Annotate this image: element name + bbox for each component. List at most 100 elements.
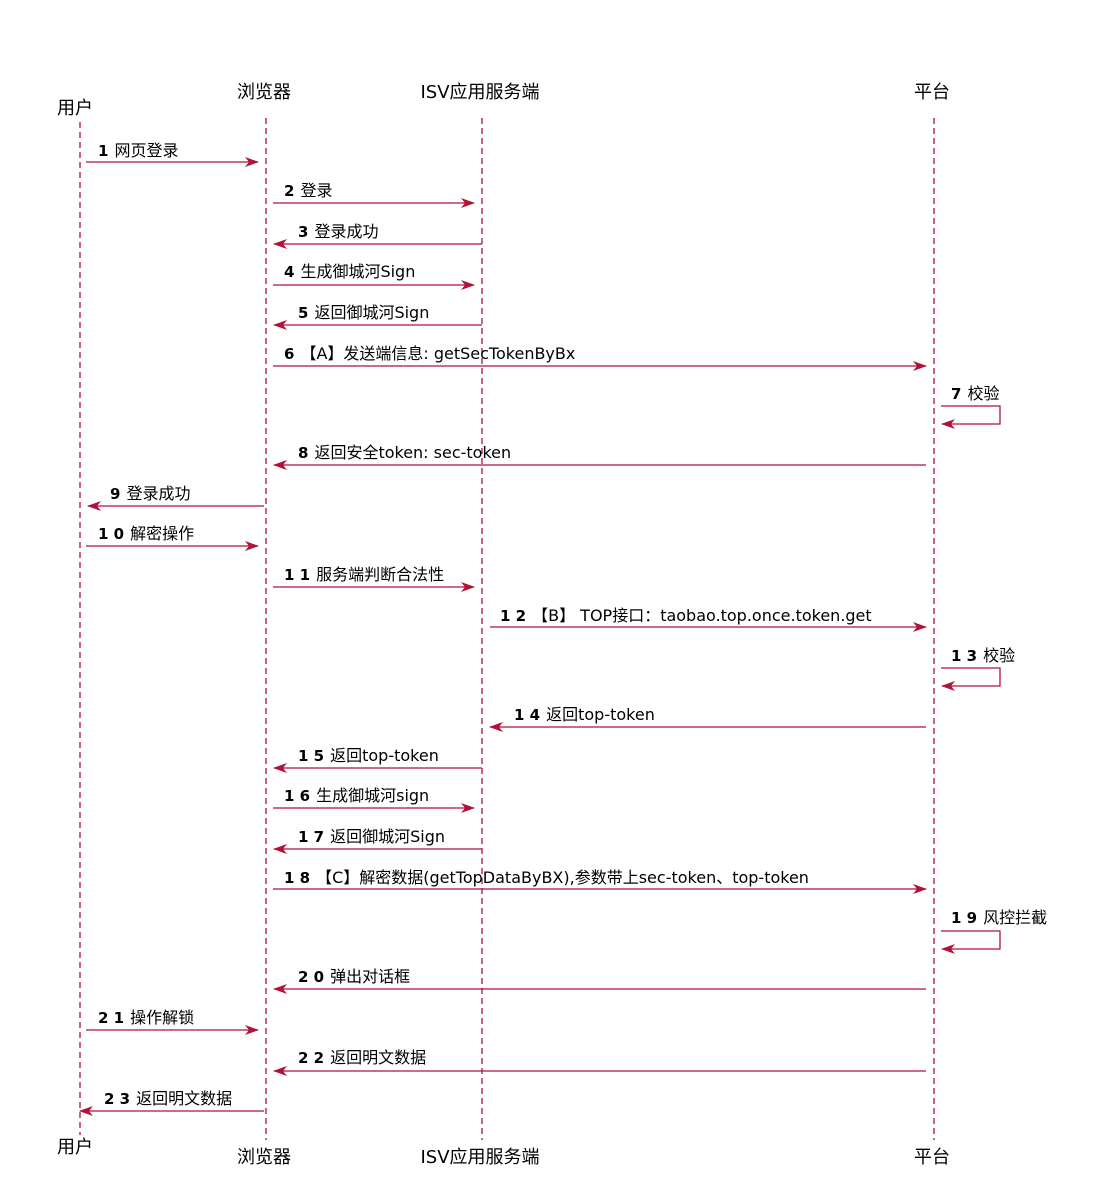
message-number: 2 3 <box>104 1090 130 1108</box>
message-label-22: 2 2 返回明文数据 <box>298 1048 426 1067</box>
message-text: 返回安全token: sec-token <box>314 443 511 462</box>
message-10: 1 0 解密操作 <box>86 524 259 551</box>
message-text: 风控拦截 <box>983 908 1047 927</box>
message-text: 返回明文数据 <box>330 1048 426 1067</box>
message-19: 1 9 风控拦截 <box>941 908 1047 954</box>
message-number: 2 0 <box>298 968 324 986</box>
message-label-5: 5 返回御城河Sign <box>298 303 429 322</box>
message-15: 1 5 返回top-token <box>273 746 482 773</box>
message-arrow-7 <box>941 405 1001 429</box>
message-number: 6 <box>284 345 294 363</box>
participant-label-bottom-isv: ISV应用服务端 <box>420 1147 539 1168</box>
message-label-12: 1 2 【B】 TOP接口：taobao.top.once.token.get <box>500 606 872 625</box>
message-text: 【A】发送端信息: getSecTokenByBx <box>300 344 575 363</box>
message-text: 生成御城河sign <box>316 786 429 805</box>
message-number: 1 1 <box>284 566 310 584</box>
message-number: 1 7 <box>298 828 324 846</box>
message-1: 1 网页登录 <box>86 141 259 167</box>
message-22: 2 2 返回明文数据 <box>273 1048 926 1076</box>
message-label-3: 3 登录成功 <box>298 222 378 241</box>
message-text: 登录成功 <box>126 484 190 503</box>
message-text: 解密操作 <box>130 524 194 543</box>
message-label-7: 7 校验 <box>951 384 999 403</box>
message-number: 1 4 <box>514 706 540 724</box>
message-20: 2 0 弹出对话框 <box>273 967 926 994</box>
message-text: 服务端判断合法性 <box>316 565 444 584</box>
message-23: 2 3 返回明文数据 <box>79 1089 264 1116</box>
message-4: 4 生成御城河Sign <box>273 262 475 290</box>
message-number: 9 <box>110 485 120 503</box>
message-number: 1 8 <box>284 869 310 887</box>
message-text: 返回御城河Sign <box>330 827 445 846</box>
participant-label-top-isv: ISV应用服务端 <box>420 82 539 103</box>
participant-label-top-platform: 平台 <box>914 82 950 103</box>
participant-label-bottom-browser: 浏览器 <box>237 1147 291 1168</box>
message-number: 1 0 <box>98 525 124 543</box>
message-label-17: 1 7 返回御城河Sign <box>298 827 445 846</box>
message-text: 返回top-token <box>330 746 439 765</box>
message-number: 2 1 <box>98 1009 124 1027</box>
message-number: 3 <box>298 223 308 241</box>
message-text: 生成御城河Sign <box>300 262 415 281</box>
message-number: 1 9 <box>951 909 977 927</box>
message-number: 1 2 <box>500 607 526 625</box>
message-label-15: 1 5 返回top-token <box>298 746 439 765</box>
message-text: 返回御城河Sign <box>314 303 429 322</box>
message-label-20: 2 0 弹出对话框 <box>298 967 410 986</box>
participant-label-bottom-user: 用户 <box>57 1137 93 1158</box>
message-number: 5 <box>298 304 308 322</box>
message-label-16: 1 6 生成御城河sign <box>284 786 429 805</box>
message-text: 操作解锁 <box>130 1008 194 1027</box>
message-label-9: 9 登录成功 <box>110 484 190 503</box>
message-7: 7 校验 <box>941 384 1001 429</box>
message-number: 4 <box>284 263 294 281</box>
message-label-23: 2 3 返回明文数据 <box>104 1089 232 1108</box>
message-number: 1 5 <box>298 747 324 765</box>
message-3: 3 登录成功 <box>273 222 482 249</box>
message-6: 6 【A】发送端信息: getSecTokenByBx <box>273 344 927 371</box>
message-16: 1 6 生成御城河sign <box>273 786 475 813</box>
message-number: 1 3 <box>951 647 977 665</box>
message-text: 弹出对话框 <box>330 967 410 986</box>
message-text: 【C】解密数据(getTopDataByBX),参数带上sec-token、to… <box>316 868 809 887</box>
message-21: 2 1 操作解锁 <box>86 1008 259 1035</box>
message-text: 【B】 TOP接口：taobao.top.once.token.get <box>532 606 872 625</box>
message-number: 2 2 <box>298 1049 324 1067</box>
participant-label-top-user: 用户 <box>57 98 93 119</box>
message-label-18: 1 8 【C】解密数据(getTopDataByBX),参数带上sec-token… <box>284 868 809 887</box>
message-label-11: 1 1 服务端判断合法性 <box>284 565 444 584</box>
message-17: 1 7 返回御城河Sign <box>273 827 482 854</box>
message-arrow-13 <box>941 667 1001 691</box>
message-number: 7 <box>951 385 961 403</box>
message-text: 返回明文数据 <box>136 1089 232 1108</box>
message-number: 2 <box>284 182 294 200</box>
message-label-6: 6 【A】发送端信息: getSecTokenByBx <box>284 344 575 363</box>
message-text: 登录成功 <box>314 222 378 241</box>
message-label-1: 1 网页登录 <box>98 141 178 160</box>
message-label-21: 2 1 操作解锁 <box>98 1008 194 1027</box>
participants-top: 用户 浏览器 ISV应用服务端 平台 <box>57 82 950 119</box>
message-5: 5 返回御城河Sign <box>273 303 482 330</box>
message-label-8: 8 返回安全token: sec-token <box>298 443 511 462</box>
participant-label-bottom-platform: 平台 <box>914 1147 950 1168</box>
message-11: 1 1 服务端判断合法性 <box>273 565 475 592</box>
message-text: 校验 <box>967 384 999 403</box>
participant-label-top-browser: 浏览器 <box>237 82 291 103</box>
message-label-19: 1 9 风控拦截 <box>951 908 1047 927</box>
message-number: 1 6 <box>284 787 310 805</box>
message-number: 8 <box>298 444 308 462</box>
lifelines <box>79 118 935 1140</box>
message-9: 9 登录成功 <box>87 484 264 511</box>
message-12: 1 2 【B】 TOP接口：taobao.top.once.token.get <box>490 606 927 632</box>
message-arrow-19 <box>941 930 1001 954</box>
message-number: 1 <box>98 142 108 160</box>
message-text: 网页登录 <box>114 141 178 160</box>
message-label-10: 1 0 解密操作 <box>98 524 194 543</box>
